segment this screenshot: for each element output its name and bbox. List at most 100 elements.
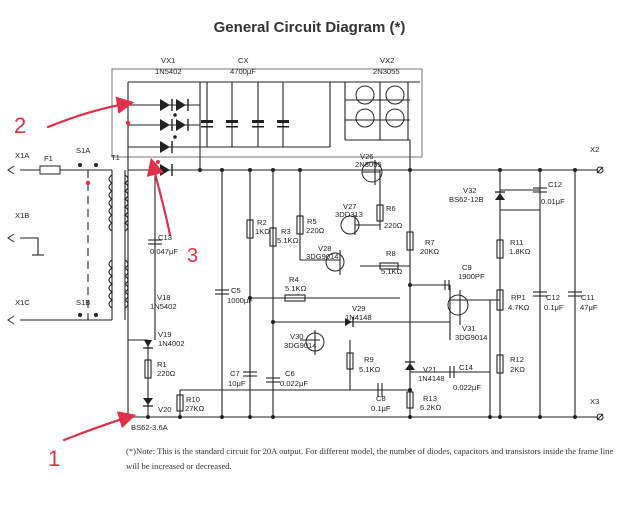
label-vx1-part: 1N5402 (155, 67, 182, 76)
label-c12-top: C12 (548, 180, 562, 189)
label-v21: V21 (423, 365, 437, 374)
label-v20: V20 (158, 405, 172, 414)
misc-diodes (143, 191, 505, 407)
label-c8-val: 0.1μF (371, 404, 391, 413)
label-rp1: RP1 (511, 293, 526, 302)
label-v26: V26 (360, 152, 374, 161)
label-r10-val: 27KΩ (185, 404, 205, 413)
label-r3: R3 (281, 227, 291, 236)
label-c5-val: 1000μF (227, 296, 253, 305)
label-v28-part: 3DG9014 (306, 252, 339, 261)
label-v19: V19 (158, 330, 172, 339)
annotation-label-2: 2 (14, 113, 26, 138)
label-c9: C9 (462, 263, 472, 272)
capacitor-bank-cx (201, 120, 289, 128)
label-r13-val: 6.2KΩ (420, 403, 442, 412)
output-terminals (596, 166, 604, 421)
label-r2: R2 (257, 218, 267, 227)
label-c13: C13 (158, 233, 172, 242)
label-r11: R11 (510, 238, 523, 247)
label-r5: R5 (307, 217, 317, 226)
transistor-symbols (305, 85, 469, 352)
frame-line (111, 68, 423, 158)
label-r1-val: 220Ω (157, 369, 176, 378)
label-x1c: X1C (15, 298, 30, 307)
input-terminals (7, 165, 15, 325)
label-v18-part: 1N5402 (150, 302, 177, 311)
label-c6-val: 0.022μF (280, 379, 308, 388)
label-v32: V32 (463, 186, 477, 195)
label-c11: C11 (581, 293, 594, 302)
label-x1b: X1B (15, 211, 29, 220)
annotation-arrow-2 (46, 96, 135, 129)
label-c5: C5 (231, 286, 241, 295)
label-r10: R10 (186, 395, 200, 404)
label-r9-val: 5.1KΩ (359, 365, 381, 374)
label-v30: V30 (290, 332, 304, 341)
label-t1: T1 (111, 153, 120, 162)
label-v29: V29 (352, 304, 366, 313)
label-r12-val: 2KΩ (510, 365, 525, 374)
label-c12-right-val: 0.1μF (544, 303, 564, 312)
label-r5-val: 220Ω (306, 226, 325, 235)
label-x1a: X1A (15, 151, 30, 160)
label-x3: X3 (590, 397, 599, 406)
label-r6: R6 (386, 204, 396, 213)
label-vx2-part: 2N3055 (373, 67, 400, 76)
label-r3-val: 5.1KΩ (277, 236, 299, 245)
label-v31-part: 3DG9014 (455, 333, 488, 342)
label-r2-val: 1KΩ (255, 227, 270, 236)
label-r6-val: 220Ω (384, 221, 403, 230)
annotation-label-3: 3 (187, 245, 198, 267)
label-c7-val: 10μF (228, 379, 246, 388)
label-r13: R13 (423, 394, 437, 403)
diode-bank-vx1 (160, 99, 189, 176)
label-r4-val: 5.1KΩ (285, 284, 307, 293)
label-vx1: VX1 (161, 56, 175, 65)
label-f1: F1 (44, 154, 53, 163)
annotation-arrow-1 (62, 411, 137, 442)
annotation-arrow-3 (146, 157, 172, 237)
label-r4: R4 (289, 275, 299, 284)
label-r9: R9 (364, 355, 374, 364)
label-r8: R8 (386, 249, 396, 258)
label-x2: X2 (590, 145, 599, 154)
label-c14: C14 (459, 363, 473, 372)
label-cx: CX (238, 56, 249, 65)
label-v19-part: 1N4002 (158, 339, 185, 348)
switch-contacts (78, 163, 98, 317)
diagram-title: General Circuit Diagram (*) (213, 19, 406, 36)
annotation-label-1: 1 (48, 446, 60, 471)
label-v27: V27 (343, 202, 357, 211)
label-r7-val: 20KΩ (420, 247, 440, 256)
label-c11-val: 47μF (580, 303, 598, 312)
label-v27-part: 3DD313 (335, 210, 363, 219)
label-c12-right: C12 (546, 293, 560, 302)
label-c12-top-val: 0.01μF (541, 197, 565, 206)
label-v20-part: BS62-3.6A (131, 423, 169, 432)
label-s1b: S1B (76, 298, 90, 307)
label-r8-val: 5.1KΩ (381, 267, 403, 276)
label-c9-val: 1900PF (458, 272, 485, 281)
label-v21-part: 1N4148 (418, 374, 445, 383)
label-r1: R1 (157, 360, 167, 369)
label-c8: C8 (376, 394, 386, 403)
label-v18: V18 (157, 293, 171, 302)
label-v31: V31 (462, 324, 476, 333)
label-v28: V28 (318, 244, 332, 253)
label-vx2: VX2 (380, 56, 394, 65)
fuse-f1 (39, 165, 61, 175)
footnote: (*)Note: This is the standard circuit fo… (126, 446, 614, 471)
label-r11-val: 1.8KΩ (509, 247, 531, 256)
label-c14-val: 0.022μF (453, 383, 481, 392)
label-v32-part: BS62-12B (449, 195, 484, 204)
label-cx-val: 4700μF (230, 67, 256, 76)
label-v29-part: 1N4148 (345, 313, 372, 322)
label-c6: C6 (285, 369, 295, 378)
label-c7: C7 (230, 369, 240, 378)
label-s1a: S1A (76, 146, 91, 155)
label-r7: R7 (425, 238, 435, 247)
label-rp1-val: 4.7KΩ (508, 303, 530, 312)
label-v30-part: 3DG9014 (284, 341, 317, 350)
